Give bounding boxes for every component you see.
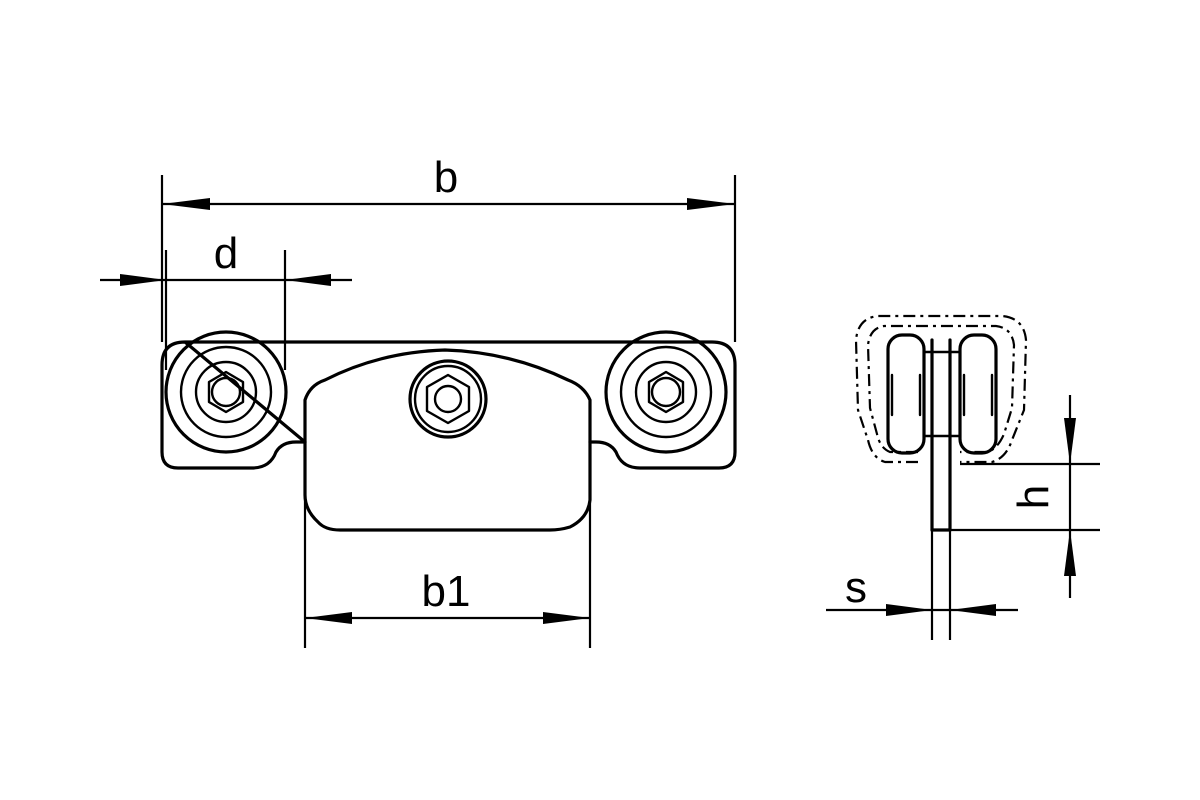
left-roller [164,330,288,454]
front-view: b d b1 [100,153,737,648]
right-roller [604,330,728,454]
side-left-wheel [886,333,926,455]
rail-profile-inner [866,324,1016,454]
axle-spacer [922,350,962,438]
dimension-s: s [826,530,1018,640]
hanger-plate [930,338,952,532]
label-b: b [434,153,458,202]
dimension-b: b [160,153,737,342]
side-right-wheel [958,333,998,455]
dimension-d: d [100,229,352,370]
dimension-b1: b1 [303,470,592,648]
center-bolt [408,359,488,439]
side-view: h s [826,314,1100,640]
center-carrier-block [303,348,592,532]
label-s: s [845,563,867,612]
rail-profile-outer [854,314,1028,464]
label-b1: b1 [422,567,471,616]
label-d: d [214,229,238,278]
dimension-h: h [950,395,1100,598]
label-h: h [1009,485,1058,509]
base-plate-outline [160,340,737,470]
